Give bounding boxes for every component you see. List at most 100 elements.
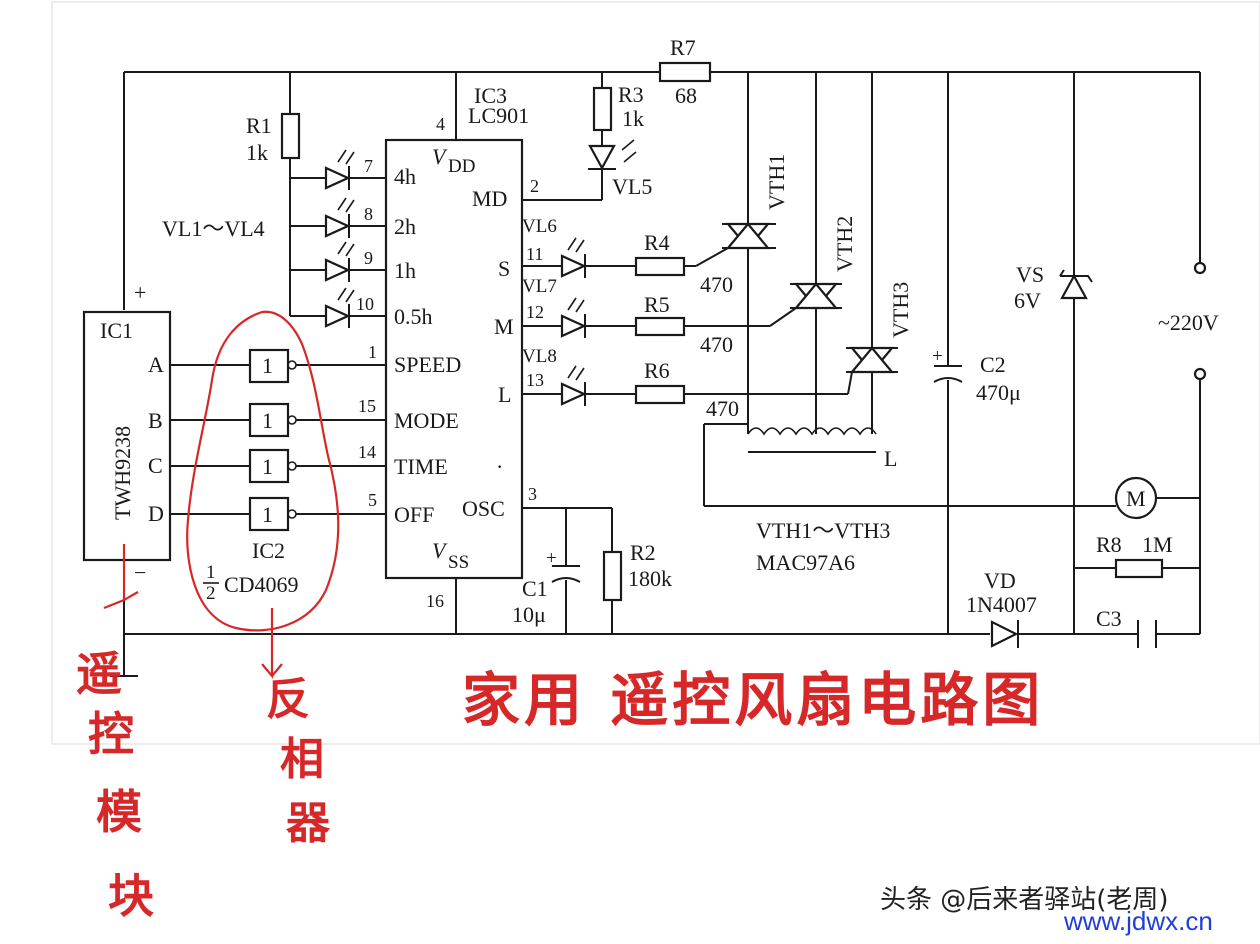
zener-vs: VS 6V xyxy=(1014,72,1093,634)
ic1-twh9238: IC1 + − TWH9238 A B C D xyxy=(82,280,172,585)
c1-value: 10μ xyxy=(512,602,546,627)
r5-value: 470 xyxy=(700,332,733,357)
ic1-pin-d: D xyxy=(148,501,164,526)
r2-ref: R2 xyxy=(630,540,656,565)
ic3-vdd: V xyxy=(432,144,448,169)
ic3-part: LC901 xyxy=(468,103,529,128)
gate-2-label: 1 xyxy=(262,408,273,433)
ic3-vdd-sub: DD xyxy=(448,156,475,177)
ic3-pin-14: 14 xyxy=(358,442,376,462)
resistor-r7: R7 68 xyxy=(658,35,712,108)
ic3-pin-5: 5 xyxy=(368,490,377,510)
ic3-pin-10: 10 xyxy=(356,294,374,314)
ic2-fraction-den: 2 xyxy=(206,583,216,604)
vl6-label: VL6 xyxy=(522,216,557,237)
ic1-plus: + xyxy=(134,280,146,305)
ic3-dot: · xyxy=(496,454,503,479)
motor-line: M xyxy=(703,423,1200,520)
ic2-part: CD4069 xyxy=(224,572,299,597)
resistor-r8: R8 1M xyxy=(1074,532,1200,579)
ic3-pin-0-5h: 0.5h xyxy=(394,304,433,329)
led-group-vl1-vl4: VL1～VL4 xyxy=(162,149,386,328)
ic3-pin-12: 12 xyxy=(526,302,544,322)
ic1-pin-c: C xyxy=(148,453,163,478)
anno-char-2: 控 xyxy=(88,707,134,761)
anno-char-7: 器 xyxy=(286,798,331,849)
ic3-pin-speed: SPEED xyxy=(394,352,461,377)
ic3-pin-md: MD xyxy=(472,186,507,211)
vth2-label: VTH2 xyxy=(832,216,857,272)
triac-vth3: VTH3 VTH1～VTH3 MAC97A6 xyxy=(756,72,913,575)
r4-value: 470 xyxy=(700,272,733,297)
top-rail xyxy=(123,71,1200,310)
ic3-pin-s: S xyxy=(498,256,510,281)
bottom-rail xyxy=(110,560,1200,677)
c2-plus: + xyxy=(932,346,943,367)
vl8-label: VL8 xyxy=(522,346,557,367)
r4-ref: R4 xyxy=(644,230,670,255)
ic3-pin-15: 15 xyxy=(358,396,376,416)
vth3-label: VTH3 xyxy=(888,282,913,338)
speed-channel-m: VL7 R5 470 xyxy=(522,276,770,357)
ic3-vss: V xyxy=(432,538,448,563)
diode-vd: VD 1N4007 xyxy=(966,568,1037,648)
ic3-pin-8: 8 xyxy=(364,204,373,224)
resistor-r3-vl5: R3 1k VL5 xyxy=(522,72,652,201)
ic1-part: TWH9238 xyxy=(110,426,135,520)
r8-value: 1M xyxy=(1142,532,1173,557)
inverter-annotation: 反 相 器 xyxy=(186,310,340,849)
c2-value: 470μ xyxy=(976,380,1021,405)
anno-char-4: 块 xyxy=(108,869,154,923)
vl5-label: VL5 xyxy=(612,174,652,199)
triac-vth1: VTH1 xyxy=(695,72,789,434)
vl7-label: VL7 xyxy=(522,276,557,297)
resistor-r1: R1 1k xyxy=(246,72,301,316)
ic1-minus: − xyxy=(134,560,146,585)
anno-char-1: 遥 xyxy=(76,647,122,701)
mains-terminals: ~220V xyxy=(1158,72,1219,634)
osc-network: + C1 10μ R2 180k xyxy=(512,507,672,634)
ic3-pin-4h: 4h xyxy=(394,164,416,189)
c2-ref: C2 xyxy=(980,352,1006,377)
vs-ref: VS xyxy=(1016,262,1044,287)
capacitor-c3: C3 xyxy=(1096,606,1157,648)
anno-char-5: 反 xyxy=(266,674,310,725)
ic2-inverters: 1 1 1 1 IC2 1 2 CD4069 xyxy=(203,348,299,604)
ic3-pin-time: TIME xyxy=(394,454,448,479)
anno-char-3: 模 xyxy=(96,785,142,839)
motor-winding-l: L xyxy=(747,427,897,471)
vl1-vl4-label: VL1～VL4 xyxy=(162,216,265,241)
motor-label: M xyxy=(1126,486,1146,511)
r8-ref: R8 xyxy=(1096,532,1122,557)
vth-part-label: MAC97A6 xyxy=(756,550,855,575)
ic1-ref: IC1 xyxy=(100,318,133,343)
ic2-fraction-num: 1 xyxy=(206,562,216,583)
ic3-ref: IC3 xyxy=(474,83,507,108)
r5-ref: R5 xyxy=(644,292,670,317)
r3-value: 1k xyxy=(622,106,644,131)
gate-4-label: 1 xyxy=(262,502,273,527)
ic2-ref: IC2 xyxy=(252,538,285,563)
r6-value: 470 xyxy=(706,396,739,421)
diagram-title: 家用 遥控风扇电路图 xyxy=(462,666,1044,734)
speed-channel-l: VL8 R6 470 xyxy=(522,346,848,421)
speed-channel-s: VL6 R4 470 xyxy=(522,216,733,297)
ic3-pin-1: 1 xyxy=(368,342,377,362)
ic3-pin-vdd: 4 xyxy=(436,114,445,134)
r1-ref: R1 xyxy=(246,113,272,138)
gate-3-label: 1 xyxy=(262,454,273,479)
vd-value: 1N4007 xyxy=(966,592,1037,617)
ic3-pin-13: 13 xyxy=(526,370,544,390)
winding-l-label: L xyxy=(884,446,897,471)
ic3-vss-sub: SS xyxy=(448,552,469,573)
remote-module-annotation: 遥 控 模 块 xyxy=(76,544,154,923)
ic3-pin-osc: OSC xyxy=(462,496,505,521)
c1-ref: C1 xyxy=(522,576,548,601)
ic1-pin-b: B xyxy=(148,408,163,433)
r2-value: 180k xyxy=(628,566,672,591)
ic3-pin-11: 11 xyxy=(526,244,543,264)
ic3-pin-2: 2 xyxy=(530,176,539,196)
vth-range-label: VTH1～VTH3 xyxy=(756,518,890,543)
control-lines xyxy=(170,364,386,515)
